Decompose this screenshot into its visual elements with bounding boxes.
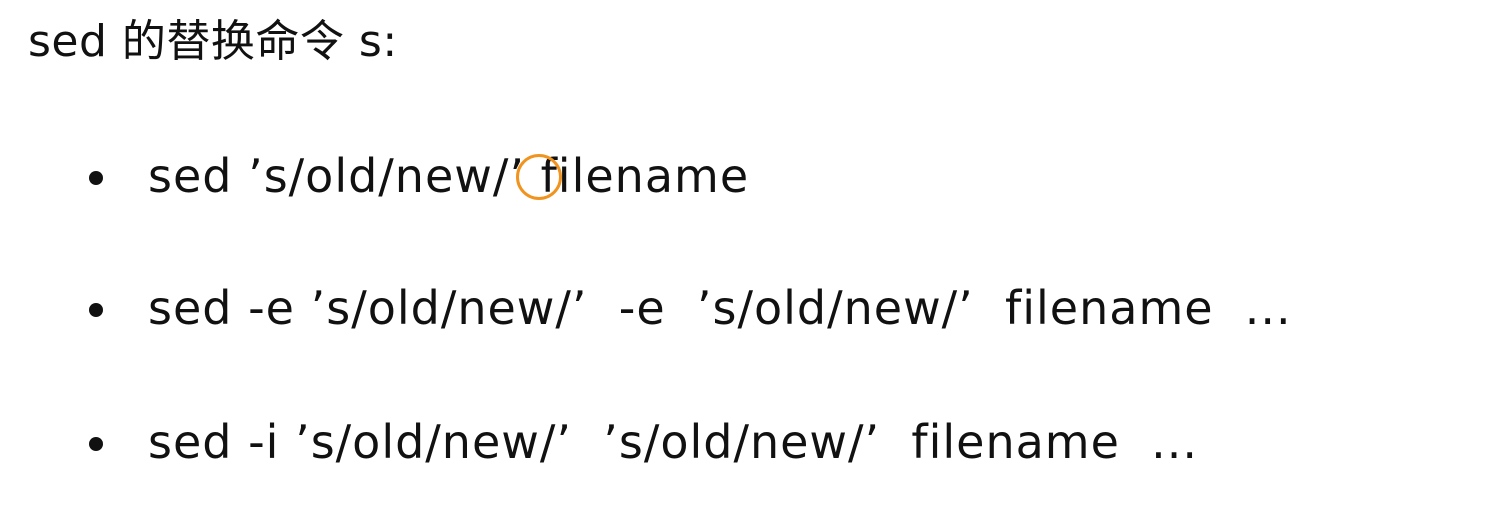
command-text: sed -i ’s/old/new/’ ’s/old/new/’ filenam… bbox=[148, 415, 1199, 469]
list-item: sed -e ’s/old/new/’ -e ’s/old/new/’ file… bbox=[0, 278, 1507, 338]
command-text: sed ’s/old/new/’ filename bbox=[148, 149, 750, 203]
mouse-cursor-highlight-icon bbox=[516, 154, 562, 200]
bullet-icon bbox=[89, 171, 103, 185]
bullet-icon bbox=[89, 437, 103, 451]
list-item: sed -i ’s/old/new/’ ’s/old/new/’ filenam… bbox=[0, 412, 1507, 472]
slide-title: sed 的替换命令 s: bbox=[28, 16, 398, 67]
list-item: sed ’s/old/new/’ filename bbox=[0, 146, 1507, 206]
bullet-icon bbox=[89, 303, 103, 317]
command-text: sed -e ’s/old/new/’ -e ’s/old/new/’ file… bbox=[148, 281, 1292, 335]
